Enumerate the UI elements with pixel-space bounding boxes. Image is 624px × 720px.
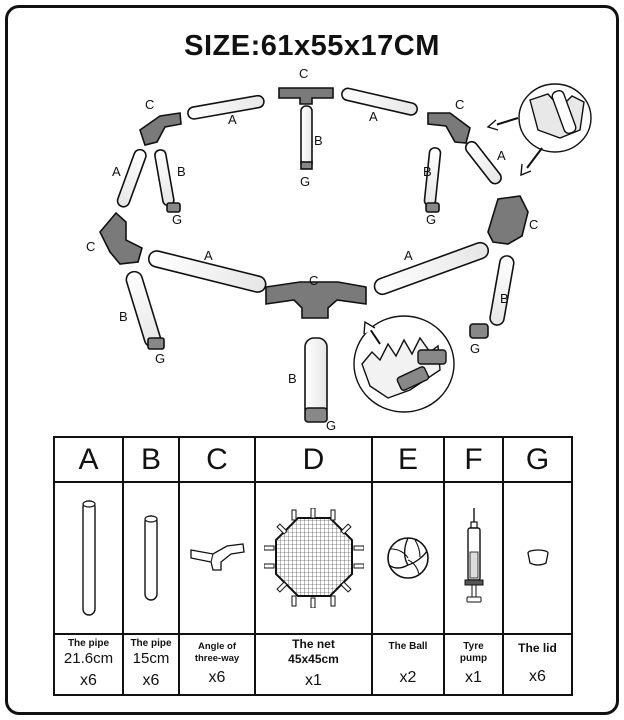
pipe-a-left xyxy=(116,148,147,208)
connector-right xyxy=(487,195,529,245)
part-image-g xyxy=(502,481,573,635)
part-image-c xyxy=(178,481,256,635)
lid-icon xyxy=(526,549,549,566)
label-c-top-left: C xyxy=(145,97,154,112)
parts-table: A B C D E F G xyxy=(53,436,573,696)
part-name-e: The Ball xyxy=(388,640,428,652)
part-image-f xyxy=(443,481,504,635)
label-a-top-right: A xyxy=(369,109,378,124)
part-size-b: 15cm xyxy=(132,649,170,667)
tyre-pump-icon xyxy=(464,508,483,603)
connector-left xyxy=(99,211,143,265)
three-way-connector-icon xyxy=(190,543,245,571)
assembly-diagram: C C C C C C A A A A A A B B B B B B G G … xyxy=(86,66,592,430)
part-size-d: 45x45cm xyxy=(288,651,339,666)
part-qty-d: x1 xyxy=(305,671,322,689)
part-desc-d: The net 45x45cm x1 xyxy=(254,633,373,696)
label-c-left: C xyxy=(86,239,95,254)
part-image-d xyxy=(254,481,373,635)
label-g-top: G xyxy=(300,174,310,189)
part-name-f: Tyre pump xyxy=(459,640,488,664)
pipe-b-left xyxy=(125,270,162,348)
label-g-top-left: G xyxy=(172,212,182,227)
part-qty-c: x6 xyxy=(208,668,226,686)
part-image-a xyxy=(53,481,124,635)
part-desc-c: Angle of three-way x6 xyxy=(178,633,256,696)
part-desc-e: The Ball x2 xyxy=(371,633,445,696)
part-desc-g: The lid x6 xyxy=(502,633,573,696)
part-image-b xyxy=(122,481,180,635)
label-g-left: G xyxy=(155,351,165,366)
label-a-bottom-left: A xyxy=(204,248,213,263)
label-g-bottom: G xyxy=(326,418,336,430)
part-qty-f: x1 xyxy=(465,668,482,686)
part-name-a: The pipe xyxy=(67,637,110,649)
label-a-bottom-right: A xyxy=(404,248,413,263)
part-letter-b: B xyxy=(122,436,180,483)
part-letter-g: G xyxy=(502,436,573,483)
part-image-e xyxy=(371,481,445,635)
part-qty-a: x6 xyxy=(80,671,97,689)
lid-top-right xyxy=(425,202,440,213)
part-name-d: The net xyxy=(292,636,335,651)
pipe-b-top-left xyxy=(154,149,175,207)
part-desc-b: The pipe 15cm x6 xyxy=(122,633,180,696)
label-g-top-right: G xyxy=(426,212,436,227)
connector-bottom xyxy=(265,281,367,319)
connector-top-right xyxy=(427,112,471,144)
net-icon xyxy=(263,508,364,608)
part-qty-g: x6 xyxy=(529,667,546,685)
part-letter-e: E xyxy=(371,436,445,483)
part-desc-a: The pipe 21.6cm x6 xyxy=(53,633,124,696)
lid-top-left xyxy=(166,202,181,213)
short-pipe-icon xyxy=(144,515,158,601)
lid-left xyxy=(147,337,165,350)
label-b-top-right: B xyxy=(423,164,432,179)
pipe-a-bottom-left xyxy=(147,250,267,293)
pipe-b-bottom xyxy=(304,337,328,419)
pipe-b-top xyxy=(300,105,313,170)
label-c-top: C xyxy=(299,66,308,81)
volleyball-icon xyxy=(387,537,429,579)
pipe-b-right xyxy=(489,255,515,326)
pipe-a-right xyxy=(464,140,502,185)
label-b-top-left: B xyxy=(177,164,186,179)
label-c-right: C xyxy=(529,217,538,232)
part-size-a: 21.6cm xyxy=(63,649,114,667)
detail-inset-top xyxy=(486,83,592,177)
label-c-top-right: C xyxy=(455,97,464,112)
label-g-right: G xyxy=(470,341,480,356)
part-desc-f: Tyre pump x1 xyxy=(443,633,504,696)
lid-bottom xyxy=(304,407,328,423)
diagram-labels: C C C C C C A A A A A A B B B B B B G G … xyxy=(86,66,538,430)
label-c-bottom: C xyxy=(309,273,318,288)
pipe-a-bottom-right xyxy=(373,241,490,296)
label-b-right: B xyxy=(500,291,509,306)
pipe-a-top-left xyxy=(187,94,265,120)
label-a-right: A xyxy=(497,148,506,163)
connector-top xyxy=(278,87,334,105)
part-name-b: The pipe xyxy=(130,637,172,649)
size-title: SIZE:61x55x17CM xyxy=(184,30,440,62)
label-a-top-left: A xyxy=(228,112,237,127)
part-letter-f: F xyxy=(443,436,504,483)
connector-top-left xyxy=(139,112,182,146)
part-name-c: Angle of three-way xyxy=(194,640,240,664)
part-qty-b: x6 xyxy=(142,671,160,689)
part-letter-a: A xyxy=(53,436,124,483)
detail-inset-bottom xyxy=(353,315,455,413)
label-b-bottom: B xyxy=(288,371,297,386)
part-name-g: The lid xyxy=(518,640,557,655)
part-qty-e: x2 xyxy=(399,668,417,686)
part-letter-d: D xyxy=(254,436,373,483)
long-pipe-icon xyxy=(81,500,96,616)
pipe-a-top-right xyxy=(341,87,418,116)
lid-right xyxy=(469,323,489,339)
label-b-top: B xyxy=(314,133,323,148)
label-b-left: B xyxy=(119,309,128,324)
part-letter-c: C xyxy=(178,436,256,483)
label-a-left: A xyxy=(112,164,121,179)
